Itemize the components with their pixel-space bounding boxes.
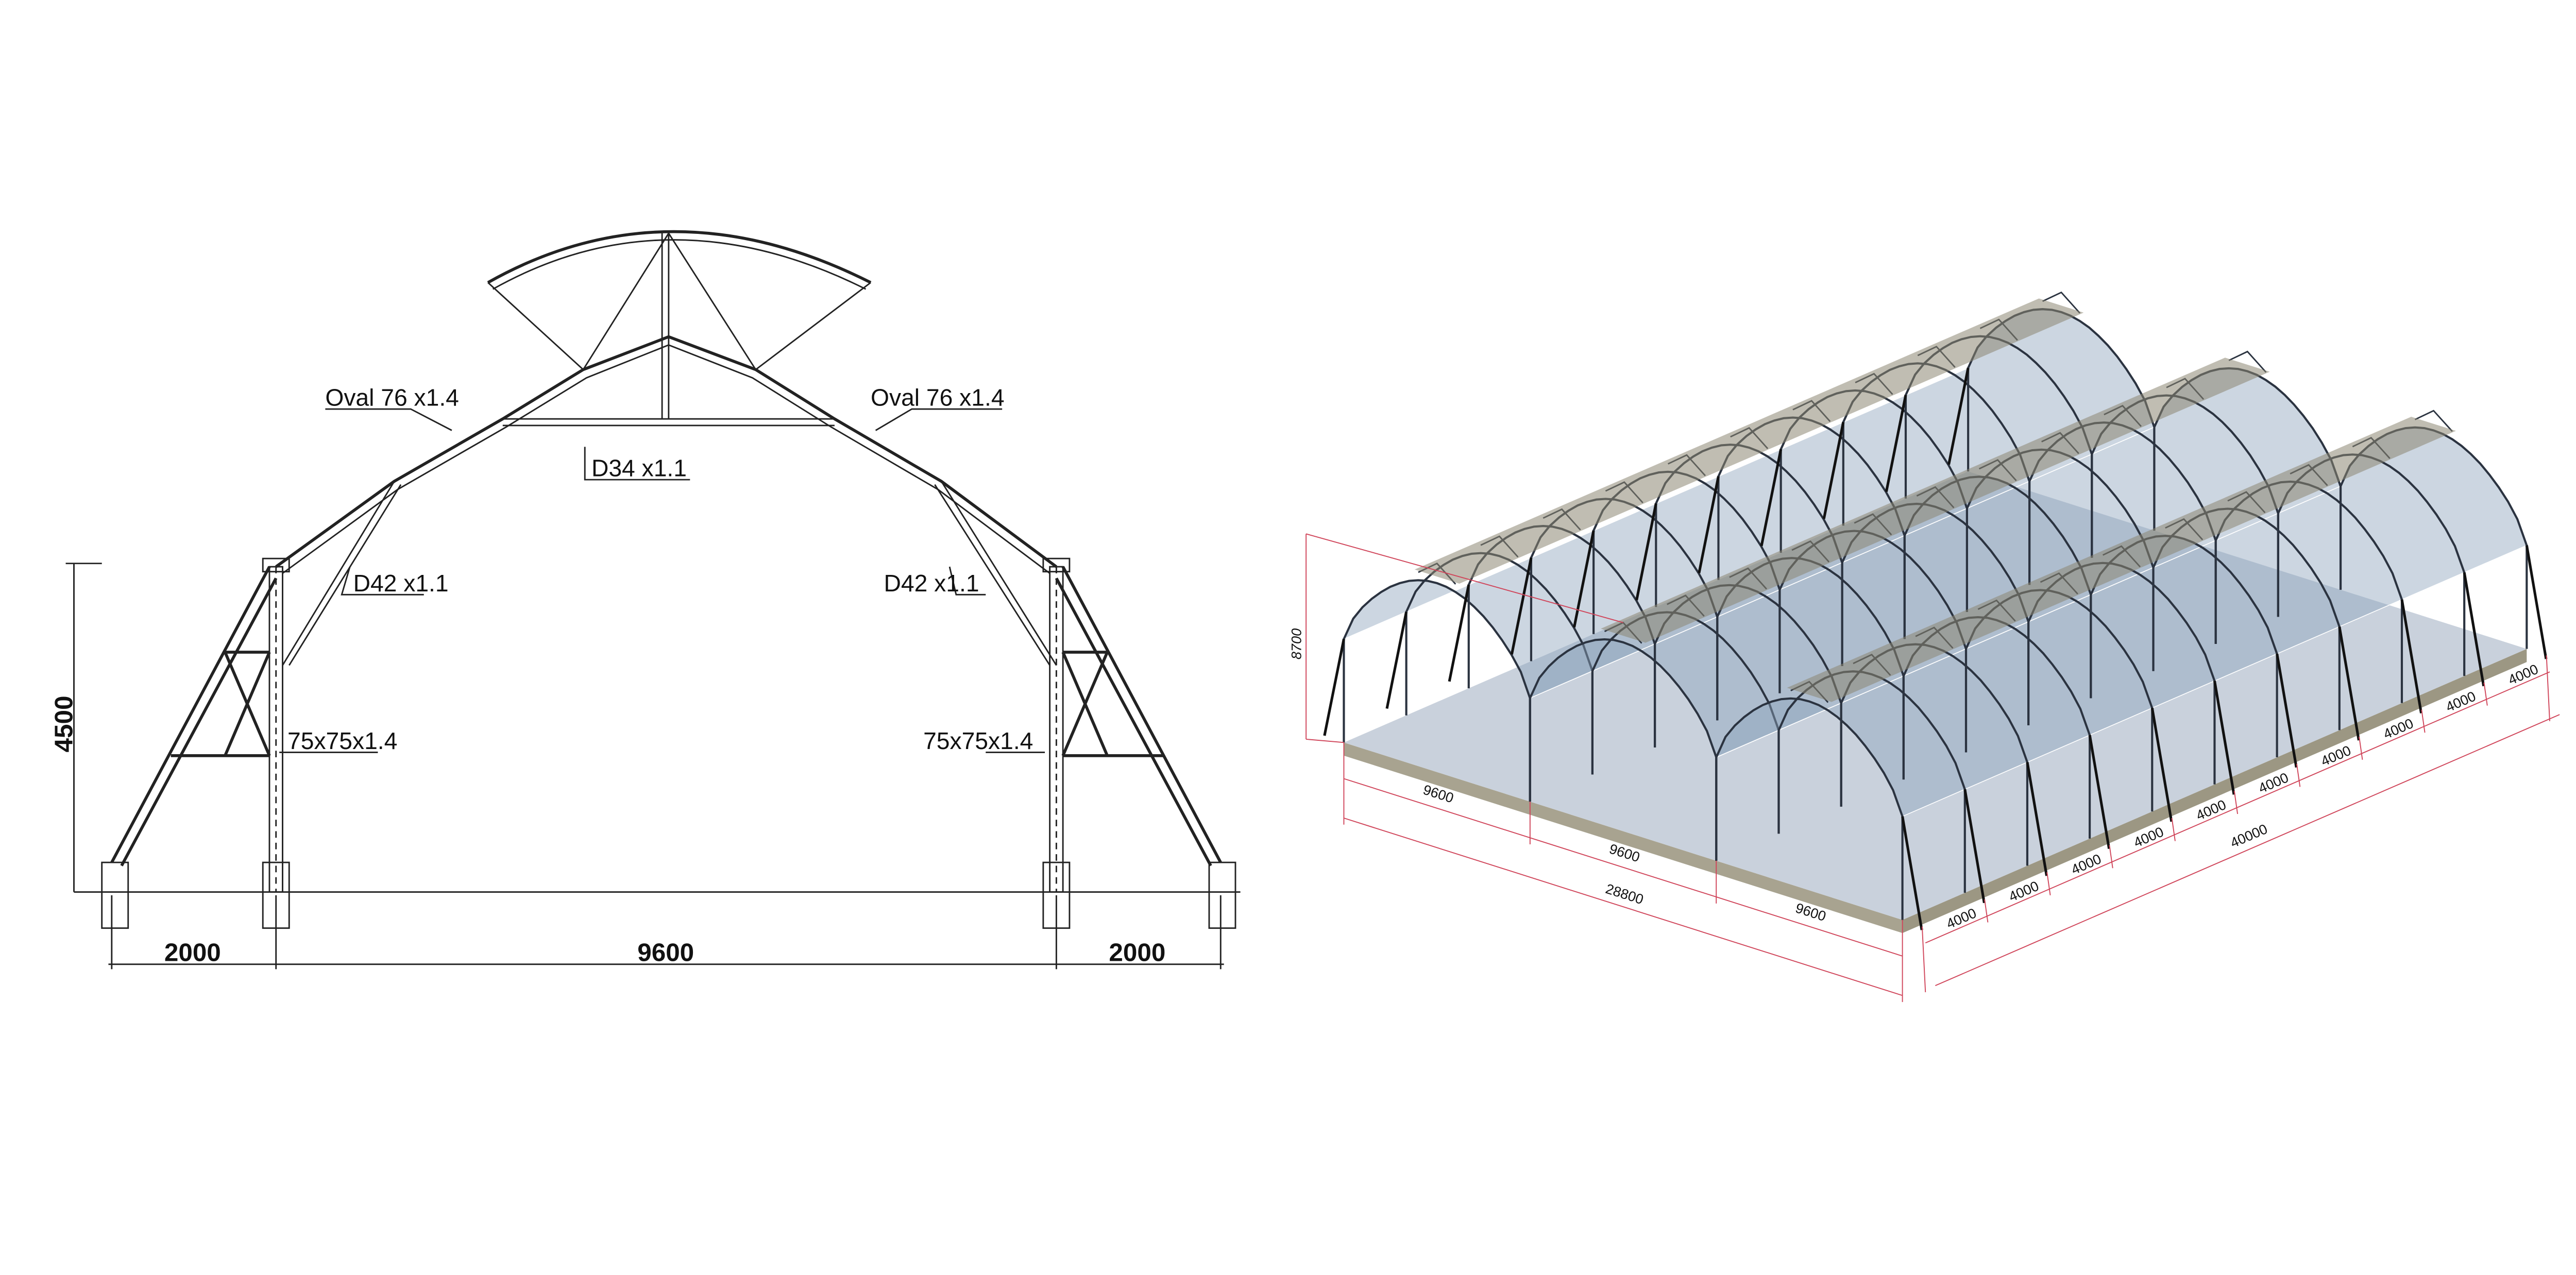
footing	[1208, 861, 1236, 929]
main-arch-inner	[282, 344, 1050, 574]
dimension-tick	[2359, 737, 2363, 760]
outer-leg	[1510, 557, 1533, 655]
dimension-tick	[1984, 899, 1989, 923]
dimension-extension	[1306, 738, 1344, 743]
outer-leg-right	[1055, 566, 1222, 866]
dimension-tick	[1921, 926, 1926, 993]
dimension-extension	[1306, 533, 1623, 623]
outer-leg	[1572, 530, 1595, 628]
cross-section-view: Oval 76 x1.4 Oval 76 x1.4 D34 x1.1 D42 x…	[49, 230, 1241, 970]
arch-frame	[1343, 579, 1531, 802]
dimension-line-width	[1344, 778, 1903, 957]
dim-total-width: 28800	[1604, 880, 1646, 907]
dim-left-bay: 2000	[164, 938, 221, 966]
arch-frame	[1529, 638, 1718, 861]
truss-chord-d34	[394, 418, 942, 482]
outer-leg	[1963, 789, 1986, 904]
outer-leg	[1885, 395, 1907, 492]
label-d34: D34 x1.1	[591, 455, 687, 482]
diagonal-d42	[282, 481, 1057, 666]
dimension-tick	[2233, 791, 2239, 814]
outer-leg	[2088, 735, 2111, 849]
floor	[1344, 471, 2527, 920]
outer-leg	[2400, 599, 2423, 713]
arch-frame	[1715, 697, 1904, 920]
dimension-tick	[2109, 845, 2113, 869]
label-d42-right: D42 x1.1	[884, 570, 979, 597]
outer-leg	[1323, 638, 1345, 736]
roof-vent-truss	[487, 233, 871, 419]
outer-leg	[2338, 626, 2360, 741]
outer-leg	[2213, 681, 2235, 795]
label-oval-left: Oval 76 x1.4	[325, 384, 459, 411]
footing	[101, 861, 129, 929]
dimension-tick	[2046, 872, 2051, 896]
leader-lines	[279, 408, 1045, 753]
dimension-tick	[2483, 682, 2488, 706]
dim-total-length: 40000	[2228, 821, 2269, 851]
vent-frame	[2414, 410, 2453, 432]
label-post-right: 75x75x1.4	[923, 727, 1033, 754]
ridge-vent	[1601, 358, 2270, 643]
ridge-vent	[1414, 298, 2084, 584]
outer-leg	[2463, 572, 2485, 687]
dimension-line-length	[1935, 714, 2560, 987]
vent-frame	[2042, 291, 2081, 314]
roof-vent-arc-inner	[492, 239, 867, 290]
dimension-tick	[2296, 763, 2301, 787]
outer-leg	[2026, 762, 2048, 876]
dimension-tick	[2171, 818, 2176, 841]
outer-leg	[2150, 707, 2173, 822]
post-cap	[262, 557, 290, 573]
foundation-side	[1902, 649, 2527, 933]
label-d42-left: D42 x1.1	[353, 570, 449, 597]
dimension-line-width	[1344, 818, 1903, 996]
dim-span: 9600	[637, 938, 694, 966]
outer-leg	[1822, 422, 1845, 519]
dimension-tick	[2546, 655, 2550, 721]
ridge-vent	[1787, 416, 2456, 702]
label-oval-right: Oval 76 x1.4	[871, 384, 1004, 411]
dimension-tick	[2421, 709, 2426, 733]
dim-height: 8700	[1289, 628, 1304, 659]
outer-leg	[1901, 816, 1923, 930]
post-cap	[1042, 557, 1071, 573]
dim-right-bay: 2000	[1109, 938, 1165, 966]
outer-leg	[1698, 476, 1720, 573]
outer-leg	[1448, 584, 1470, 682]
isometric-view: 9600960096002880040004000400040004000400…	[1289, 291, 2560, 1002]
dim-height: 4500	[49, 696, 78, 753]
outer-leg	[1760, 449, 1783, 547]
label-post-left: 75x75x1.4	[287, 727, 397, 754]
outer-leg	[2276, 653, 2298, 768]
outer-leg-left	[110, 566, 278, 866]
dimension-line-length	[1925, 671, 2550, 944]
leg-braces	[171, 651, 1163, 757]
dimension-lines	[65, 563, 1224, 970]
foundation-front	[1344, 742, 1903, 933]
roof-vent-arc	[487, 230, 872, 284]
outer-leg	[1385, 611, 1408, 709]
greenhouse-drawing: Oval 76 x1.4 Oval 76 x1.4 D34 x1.1 D42 x…	[49, 230, 2560, 1002]
outer-leg	[2525, 545, 2548, 659]
outer-leg	[1635, 503, 1657, 601]
vent-frame	[2228, 350, 2267, 373]
main-arch-oval-76	[275, 335, 1058, 568]
outer-leg	[1947, 367, 1970, 465]
